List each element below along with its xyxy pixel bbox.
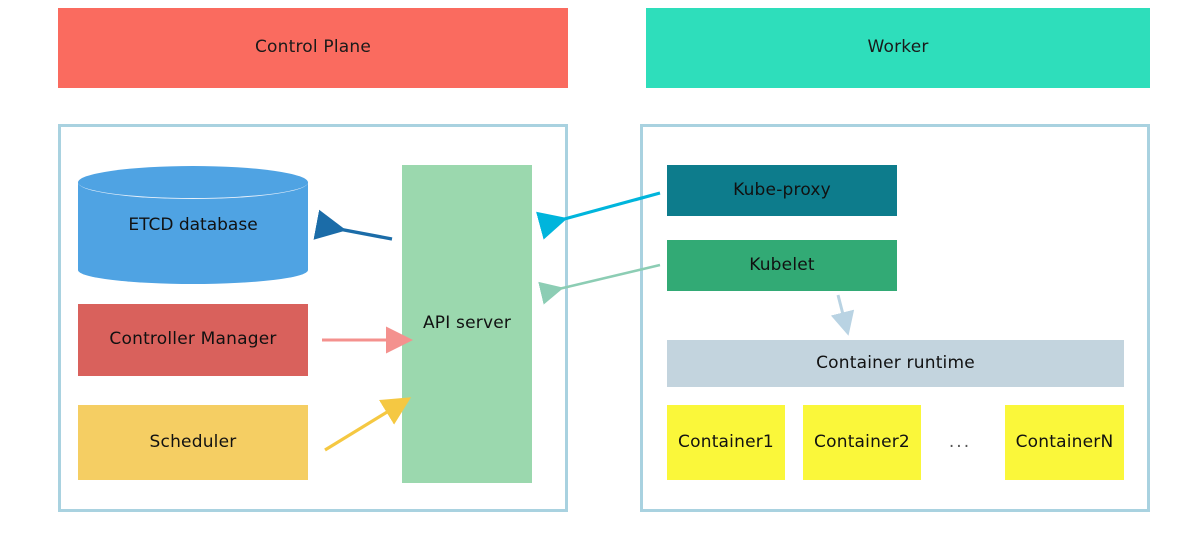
container-2-node[interactable]: Container2 (803, 405, 921, 480)
container-2-label: Container2 (814, 431, 910, 452)
control-plane-banner: Control Plane (58, 8, 568, 88)
kubelet-label: Kubelet (749, 254, 815, 275)
worker-banner-label: Worker (867, 37, 929, 58)
cylinder-shape (78, 166, 308, 284)
container-n-label: ContainerN (1015, 431, 1114, 452)
container-1-node[interactable]: Container1 (667, 405, 785, 480)
etcd-database-node[interactable]: ETCD database (78, 166, 308, 284)
container-n-node[interactable]: ContainerN (1005, 405, 1124, 480)
controller-manager-label: Controller Manager (109, 329, 277, 350)
control-plane-banner-label: Control Plane (254, 37, 372, 58)
controller-manager-node[interactable]: Controller Manager (78, 304, 308, 376)
container-runtime-node[interactable]: Container runtime (667, 340, 1124, 387)
cylinder-top (78, 166, 308, 199)
worker-banner: Worker (646, 8, 1150, 88)
kube-proxy-label: Kube-proxy (733, 179, 831, 200)
containers-ellipsis-label: ... (948, 431, 972, 452)
scheduler-node[interactable]: Scheduler (78, 405, 308, 480)
etcd-database-label: ETCD database (128, 215, 258, 235)
containers-ellipsis: ... (930, 405, 990, 480)
api-server-label: API server (422, 313, 512, 334)
container-runtime-label: Container runtime (816, 352, 975, 373)
kubelet-node[interactable]: Kubelet (667, 240, 897, 291)
api-server-node[interactable]: API server (402, 165, 532, 483)
container-1-label: Container1 (678, 431, 774, 452)
kube-proxy-node[interactable]: Kube-proxy (667, 165, 897, 216)
scheduler-label: Scheduler (149, 431, 237, 452)
